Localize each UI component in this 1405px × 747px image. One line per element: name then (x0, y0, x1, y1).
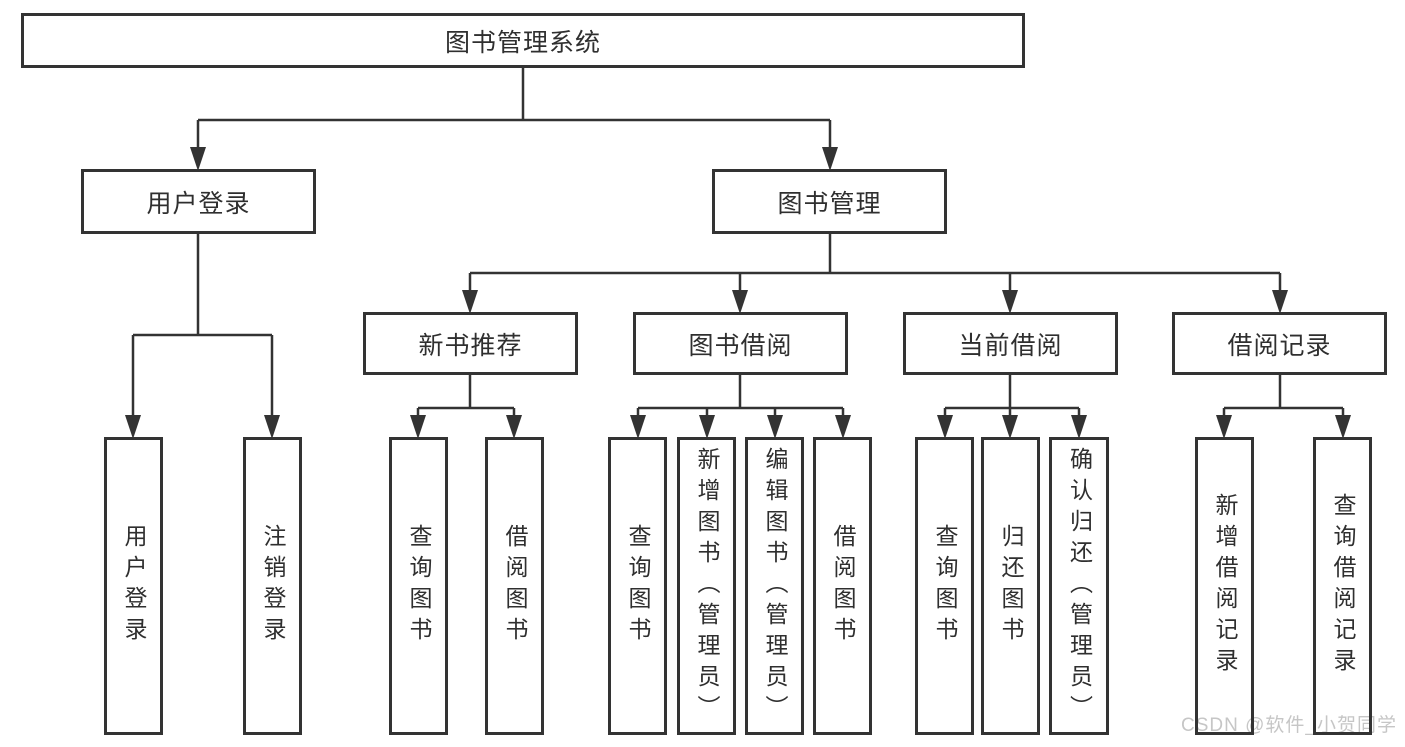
leaf-current-return-books: 归还图书 (981, 437, 1040, 735)
node-user-login: 用户登录 (81, 169, 316, 234)
leaf-borrowing-borrow-books: 借阅图书 (813, 437, 872, 735)
leaf-borrowing-query-books: 查询图书 (608, 437, 667, 735)
arrowheads (125, 147, 1351, 439)
leaf-borrowing-edit-books-admin: 编辑图书（管理员） (745, 437, 804, 735)
node-current-borrowing: 当前借阅 (903, 312, 1118, 375)
node-borrowing-records: 借阅记录 (1172, 312, 1387, 375)
leaf-current-query-books: 查询图书 (915, 437, 974, 735)
leaf-newbook-borrow-books: 借阅图书 (485, 437, 544, 735)
node-book-borrowing: 图书借阅 (633, 312, 848, 375)
node-book-management: 图书管理 (712, 169, 947, 234)
leaf-newbook-query-books: 查询图书 (389, 437, 448, 735)
leaf-user-login: 用户登录 (104, 437, 163, 735)
leaf-records-query-record: 查询借阅记录 (1313, 437, 1372, 735)
leaf-current-confirm-return-admin: 确认归还（管理员） (1049, 437, 1109, 735)
leaf-logout: 注销登录 (243, 437, 302, 735)
leaf-borrowing-add-books-admin: 新增图书（管理员） (677, 437, 736, 735)
leaf-records-add-record: 新增借阅记录 (1195, 437, 1254, 735)
node-new-book-recommendation: 新书推荐 (363, 312, 578, 375)
csdn-watermark: CSDN @软件_小贺同学 (1181, 715, 1397, 736)
node-library-system: 图书管理系统 (21, 13, 1025, 68)
